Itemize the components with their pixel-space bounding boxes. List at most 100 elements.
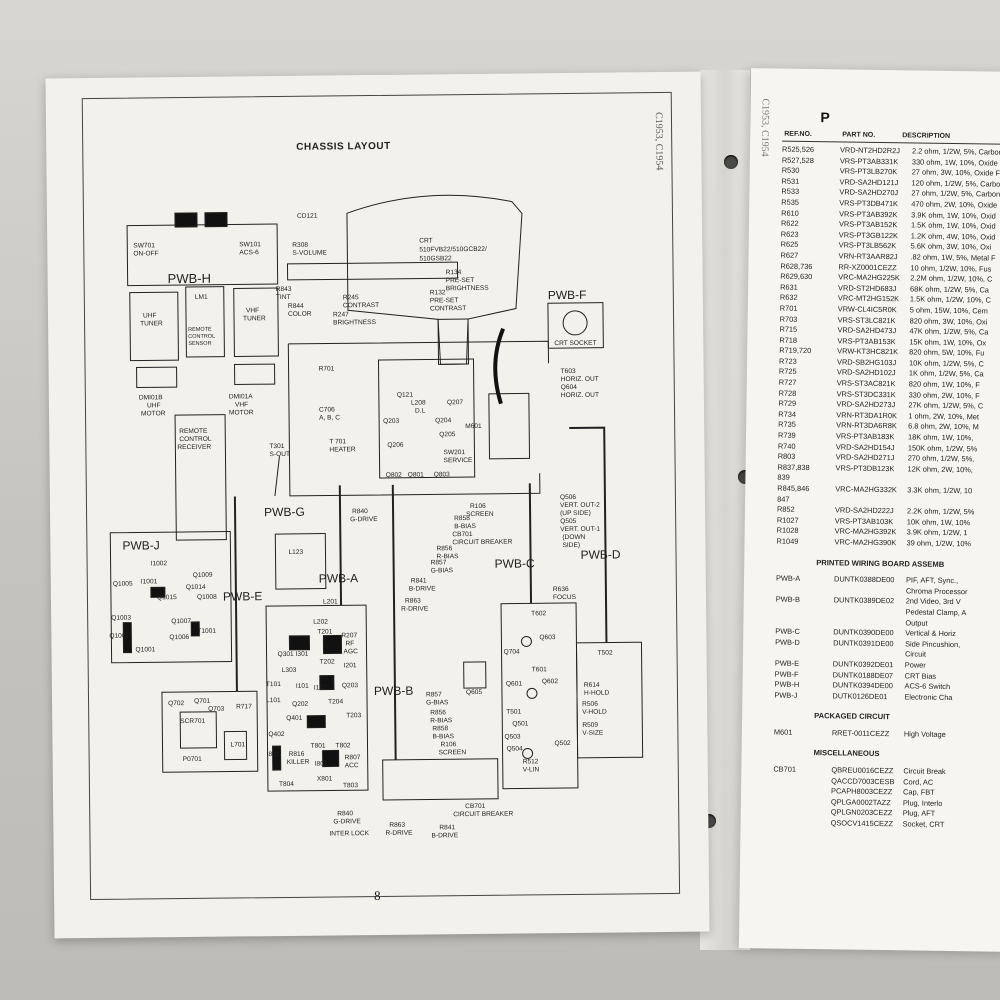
part-cell: VRC-MA2HG390K xyxy=(834,537,897,548)
label-remote-sensor-c: SENSOR xyxy=(188,341,211,347)
ref-cell: R533 xyxy=(781,186,800,197)
ref-cell: PWB-F xyxy=(774,669,799,679)
ref-cell: R1049 xyxy=(776,536,799,546)
ref-cell: PWB-B xyxy=(775,594,801,605)
ref-cell: PWB-H xyxy=(774,679,800,689)
label-r857: R857 xyxy=(431,559,447,566)
label-i201: I201 xyxy=(344,662,357,669)
label-r207: R207 xyxy=(341,632,357,639)
label-q1006: Q1006 xyxy=(169,634,189,641)
ref-cell: R739 xyxy=(777,430,796,440)
label-q1005: Q1005 xyxy=(113,581,133,588)
ref-cell: R729 xyxy=(778,398,797,409)
ref-cell: PWB-J xyxy=(774,690,798,700)
label-q703: Q703 xyxy=(208,706,225,713)
label-q505: Q505 xyxy=(560,518,577,525)
label-t204: T204 xyxy=(328,698,343,705)
label-r844: R844 xyxy=(288,303,304,310)
label-c706-b: A, B, C xyxy=(319,414,340,421)
label-q1001: Q1001 xyxy=(135,646,155,653)
ref-cell xyxy=(775,655,833,656)
label-r856-b: R-BIAS xyxy=(437,553,460,560)
desc-cell: Vertical & Horiz xyxy=(905,628,956,639)
label-sw701-b: ON-OFF xyxy=(133,250,158,257)
col-part: PART NO. xyxy=(842,131,876,139)
label-vhf: VHF xyxy=(246,307,259,314)
label-crt-models: 510FVB22/510GCB22/ xyxy=(419,246,487,254)
uhf-tuner xyxy=(129,291,179,362)
desc-cell: Circuit xyxy=(904,649,927,659)
ref-cell: CB701 xyxy=(773,764,797,774)
pwb-e-arrow xyxy=(233,496,238,692)
desc-cell: Electronic Cha xyxy=(904,692,953,702)
label-q506: Q506 xyxy=(560,494,577,501)
label-dmi01b-c: MOTOR xyxy=(141,410,166,417)
ref-cell: R1028 xyxy=(776,525,799,536)
label-t603: T603 xyxy=(561,368,576,375)
label-crt-models2: 510GSB22 xyxy=(419,255,452,262)
label-q506-c: (UP SIDE) xyxy=(560,510,591,517)
ref-cell: R723 xyxy=(779,356,797,366)
label-pb-r858: R858 xyxy=(432,725,448,732)
label-t602: T602 xyxy=(531,610,546,617)
label-r134: R134 xyxy=(446,269,462,276)
label-scr701: SCR701 xyxy=(180,718,205,725)
label-t803: T803 xyxy=(343,782,358,789)
label-q802: Q802 xyxy=(386,472,403,479)
ref-cell: R728 xyxy=(778,388,797,398)
pwb-d-arrow xyxy=(569,426,608,643)
part-cell: DUNTK0388DE00 xyxy=(833,574,895,585)
left-page: CHASSIS LAYOUT 8 C1953, C1954 xyxy=(45,71,710,939)
label-r843: R843 xyxy=(276,286,292,293)
label-r844-b: COLOR xyxy=(288,311,312,318)
sw101-switch xyxy=(204,212,228,228)
label-t801: T801 xyxy=(310,743,325,750)
sw701-switch xyxy=(174,212,198,228)
label-l303: L303 xyxy=(282,667,297,674)
label-q1014: Q1014 xyxy=(186,584,206,591)
punch-hole xyxy=(724,155,738,169)
label-t701-b: HEATER xyxy=(329,446,356,453)
ref-cell: 847 xyxy=(777,494,790,504)
pwb-c-box xyxy=(500,602,579,790)
part-cell xyxy=(834,592,906,593)
label-q1002: Q1002 xyxy=(109,633,129,640)
label-t301-b: S-OUT xyxy=(269,451,290,458)
label-q504: Q504 xyxy=(507,745,524,752)
ref-cell: 839 xyxy=(777,472,790,483)
label-q1015: Q1015 xyxy=(157,594,177,601)
label-i1001: I1001 xyxy=(141,578,158,585)
label-r841-b: B-DRIVE xyxy=(409,585,436,592)
label-q704: Q704 xyxy=(504,649,521,656)
label-r506: R506 xyxy=(582,701,598,708)
ref-cell: R525,526 xyxy=(781,144,815,155)
label-q1008: Q1008 xyxy=(197,594,217,601)
label-pb-r106-b: SCREEN xyxy=(439,749,467,756)
label-q702: Q702 xyxy=(168,700,185,707)
part-cell: RRET-0011CEZZ xyxy=(831,728,890,739)
label-r636-b: FOCUS xyxy=(553,594,577,601)
desc-cell: Side Pincushion, xyxy=(905,639,961,649)
label-interlock: INTER LOCK xyxy=(329,830,369,837)
crt-socket-icon xyxy=(562,310,588,336)
label-q604-b: HORIZ. OUT xyxy=(561,392,599,399)
desc-cell: ACS-6 Switch xyxy=(904,681,951,692)
label-q505-d: SIDE) xyxy=(562,542,580,549)
label-pb-r857-b: G-BIAS xyxy=(426,699,449,706)
part-cell xyxy=(835,481,907,482)
pwb-a-arrow xyxy=(338,485,343,606)
ref-cell: R628,736 xyxy=(780,261,813,271)
label-q203: Q203 xyxy=(383,418,400,425)
label-pwb-b: PWB-B xyxy=(374,684,413,698)
label-r509: R509 xyxy=(582,722,598,729)
label-sw201-b: SERVICE xyxy=(444,457,474,464)
label-t603-b: HORIZ. OUT xyxy=(561,376,599,383)
label-pb-r856: R856 xyxy=(430,709,446,716)
ref-cell: R527,528 xyxy=(781,155,815,165)
label-i1002: I1002 xyxy=(151,560,168,567)
ref-cell: R803 xyxy=(777,451,796,462)
desc-cell: 39 ohm, 1/2W, 10% xyxy=(906,538,972,549)
label-r207-c: AGC xyxy=(343,648,358,655)
